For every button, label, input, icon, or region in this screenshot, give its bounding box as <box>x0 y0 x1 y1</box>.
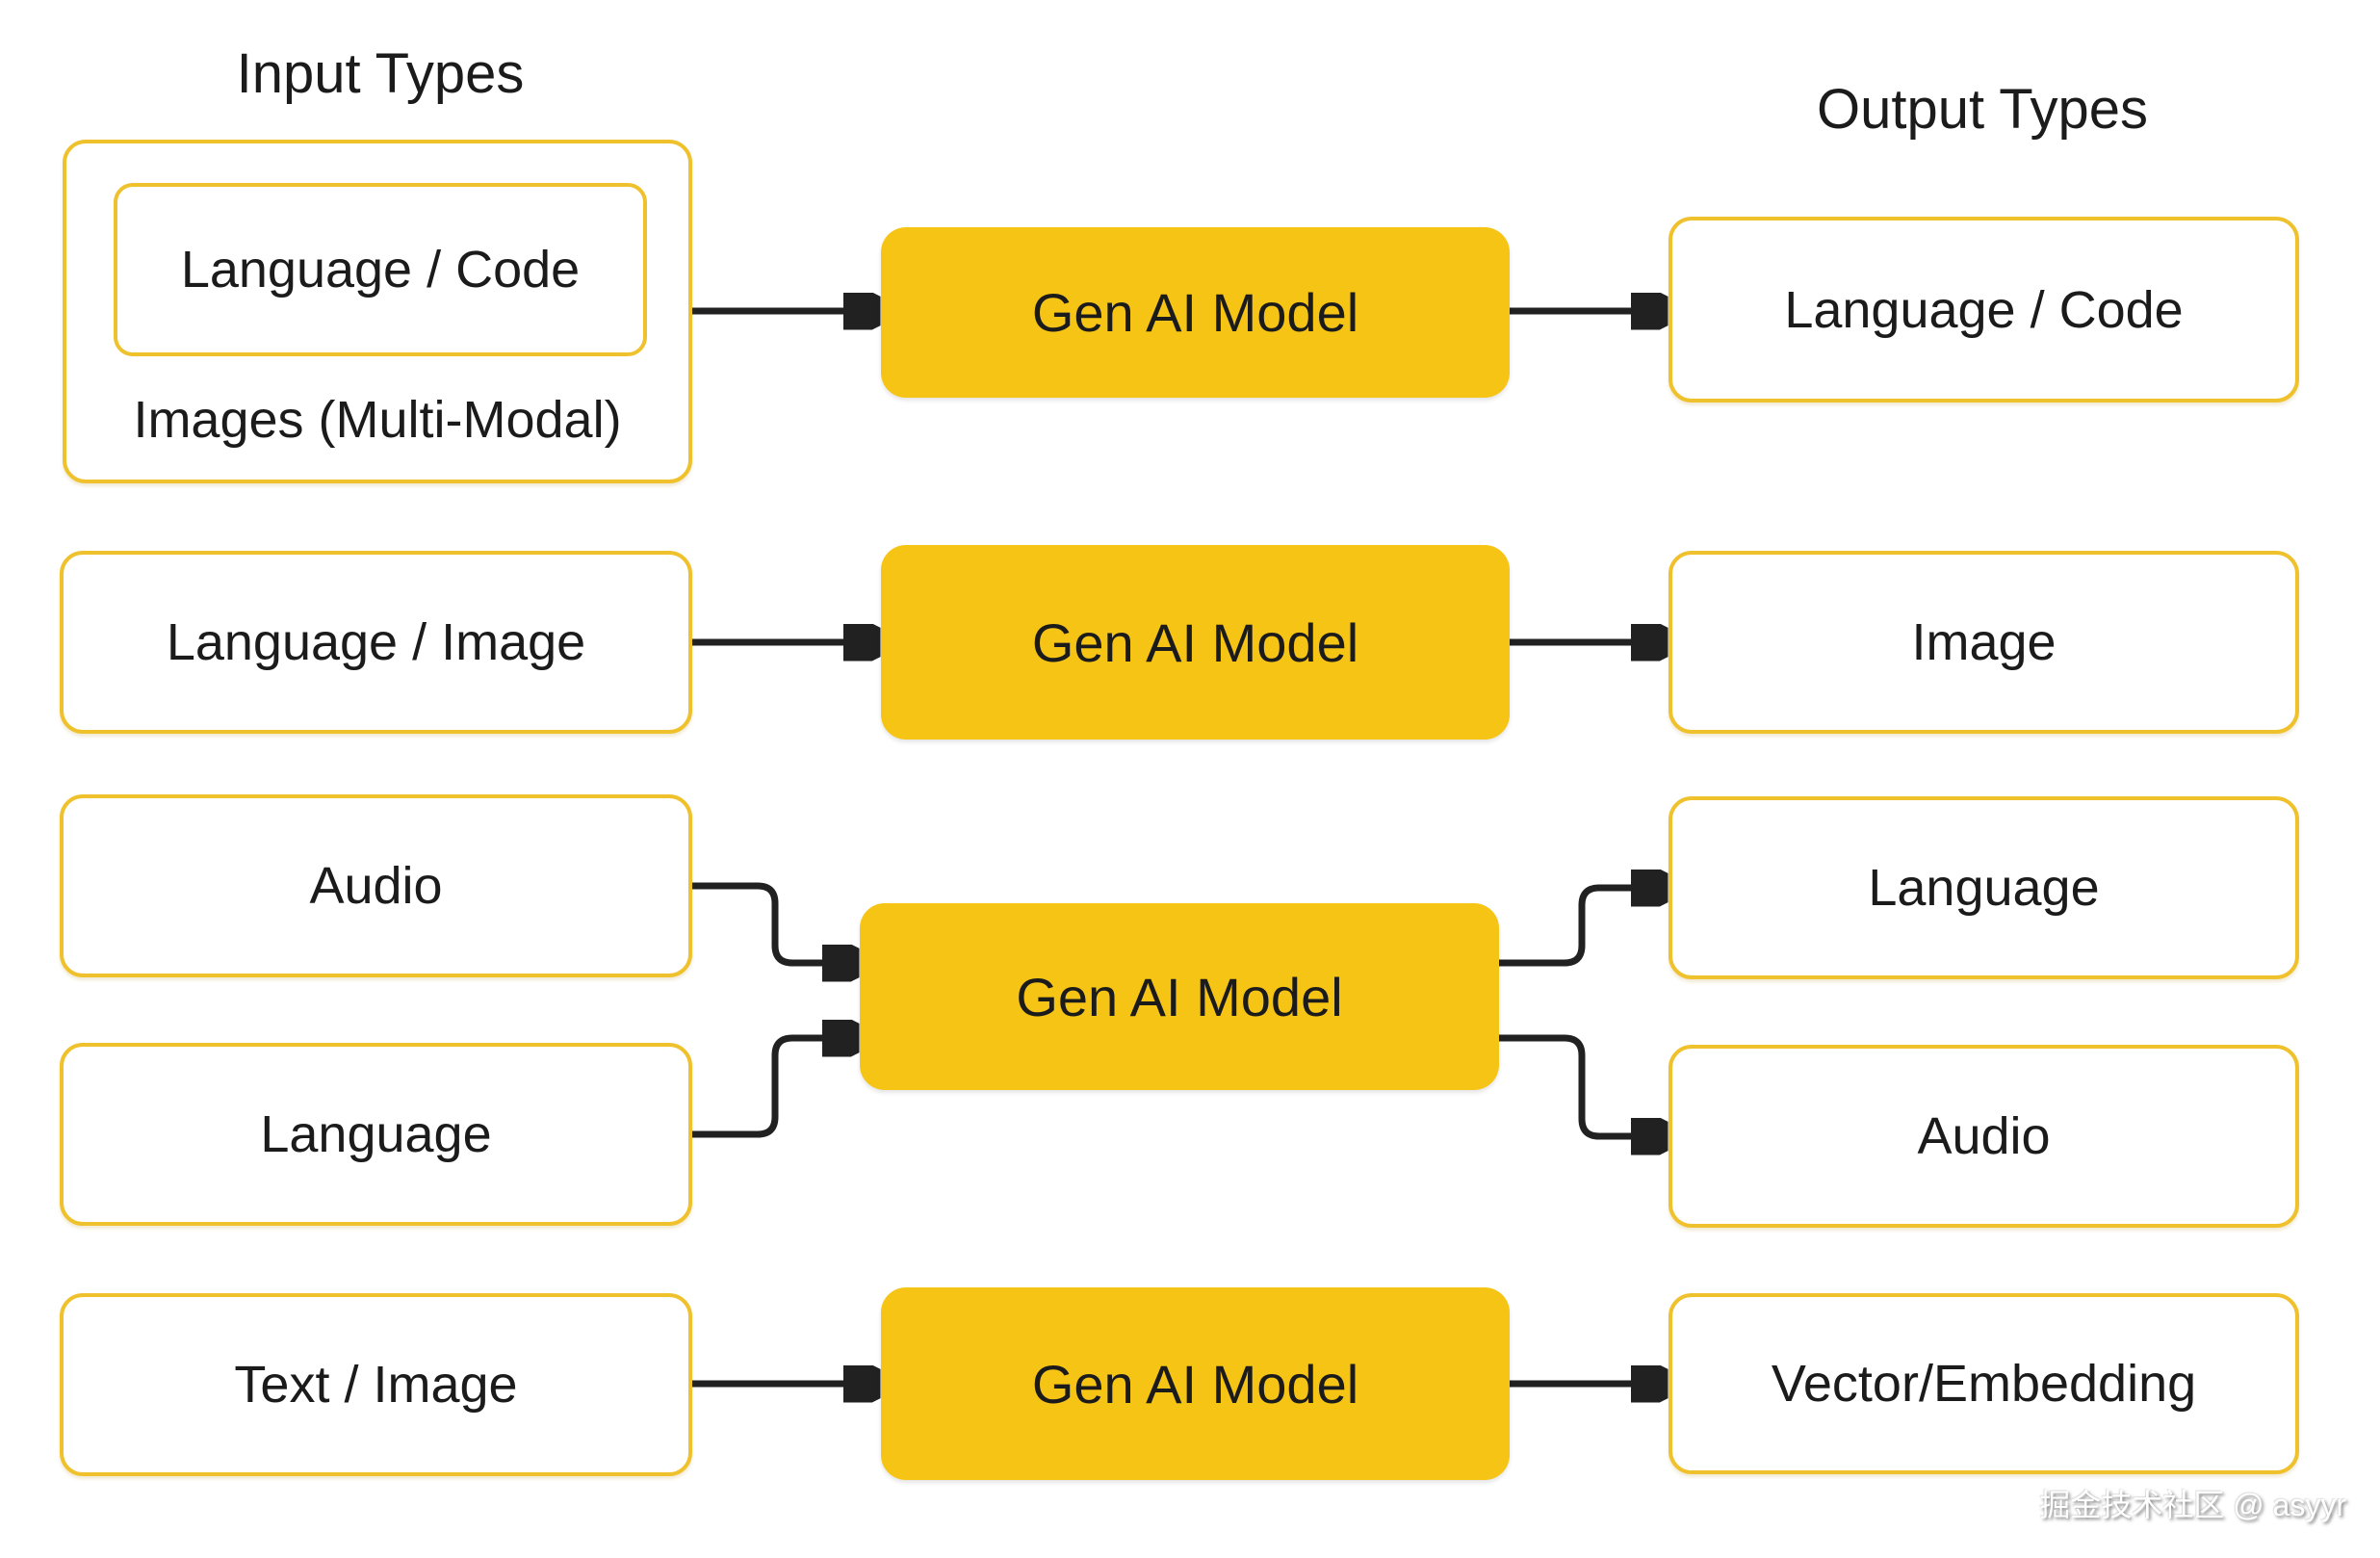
input-box-language-code: Language / Code <box>114 183 647 356</box>
gen-ai-model-box-2: Gen AI Model <box>881 545 1510 740</box>
arrow-row3-audio-in <box>692 882 852 963</box>
output-types-title: Output Types <box>1817 77 2148 141</box>
gen-ai-model-box-1: Gen AI Model <box>881 227 1510 398</box>
output-box-image: Image <box>1669 551 2299 734</box>
output-box-vector-embedding: Vector/Embedding <box>1669 1293 2299 1474</box>
input-box-text-image: Text / Image <box>60 1293 692 1476</box>
arrow-row3-language-in <box>692 1038 852 1138</box>
gen-ai-model-box-3: Gen AI Model <box>860 903 1499 1090</box>
input-types-title: Input Types <box>236 41 525 105</box>
input-box-language-image: Language / Image <box>60 551 692 734</box>
input-box-audio: Audio <box>60 794 692 977</box>
arrow-row3-audio-out <box>1499 1034 1661 1136</box>
watermark-text: 掘金技术社区 @ asyyr <box>2039 1488 2346 1522</box>
input-box-language: Language <box>60 1043 692 1226</box>
output-box-language-code: Language / Code <box>1669 217 2299 402</box>
gen-ai-model-box-4: Gen AI Model <box>881 1287 1510 1480</box>
arrow-row3-language-out <box>1499 888 1661 967</box>
output-box-language: Language <box>1669 796 2299 979</box>
output-box-audio: Audio <box>1669 1045 2299 1228</box>
input-label-images-multimodal: Images (Multi-Modal) <box>133 391 622 449</box>
